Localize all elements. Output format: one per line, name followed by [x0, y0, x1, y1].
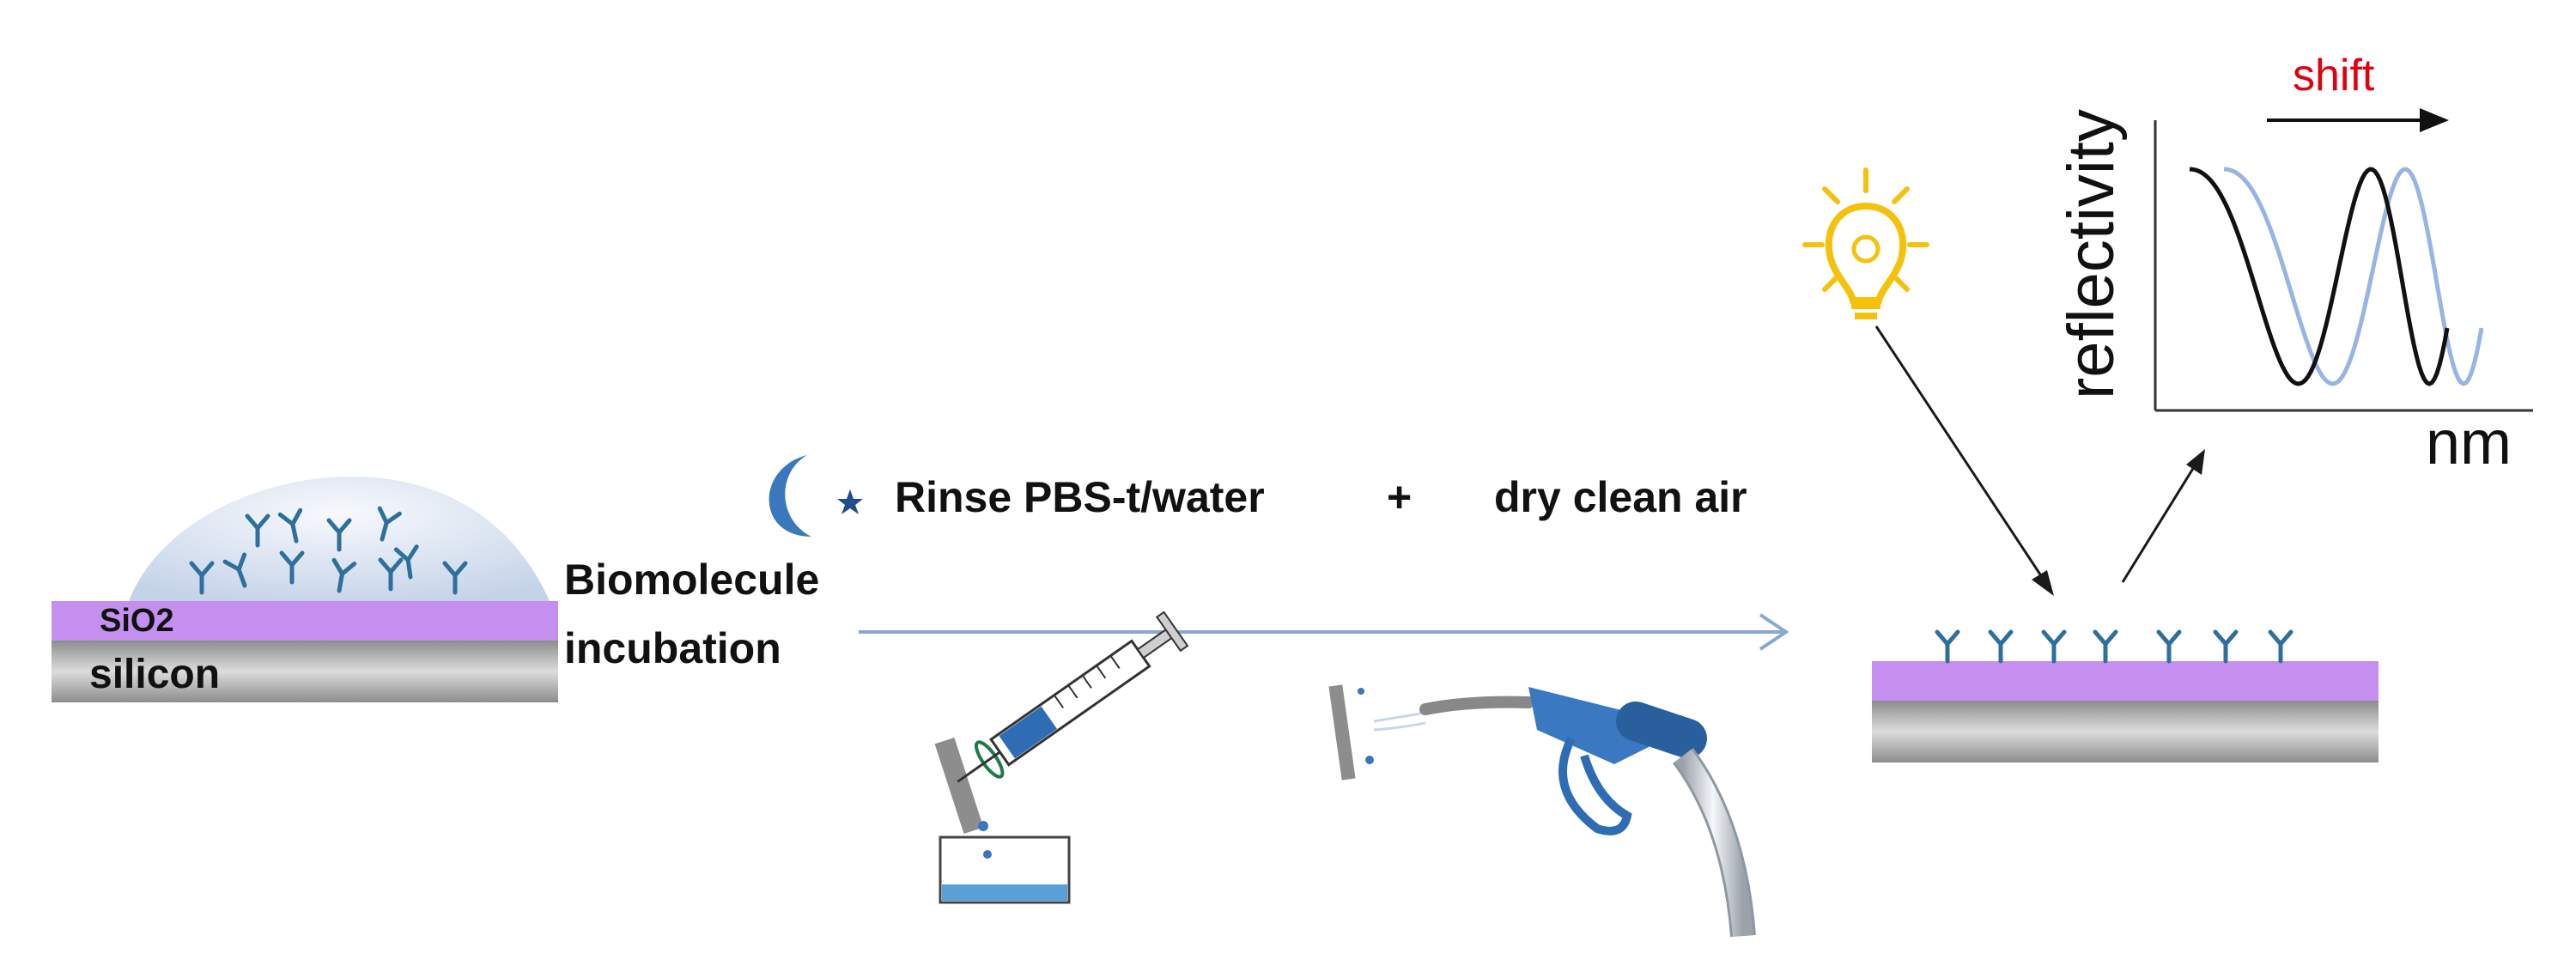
- beaker-icon: [939, 835, 1071, 904]
- silicon-layer: [52, 641, 558, 702]
- moon-icon: [769, 455, 811, 537]
- left-chip: [52, 477, 558, 702]
- reflected-light-arrow: [2121, 449, 2205, 583]
- right-chip: [1872, 632, 2379, 762]
- step-label-line2: incubation: [564, 624, 781, 672]
- dry-label: dry clean air: [1494, 473, 1747, 521]
- silicon-layer-right: [1872, 701, 2379, 762]
- antibody-row: [1937, 632, 2291, 661]
- process-arrow: [859, 613, 1789, 651]
- graph-x-label: nm: [2426, 409, 2512, 477]
- curve-shifted: [2223, 167, 2484, 386]
- shift-label: shift: [2293, 51, 2375, 100]
- sio2-layer: [52, 601, 558, 641]
- incident-light-arrow: [1874, 325, 2054, 596]
- syringe-icon: [934, 611, 1189, 835]
- plus-label: +: [1387, 473, 1413, 521]
- sio2-layer-right: [1872, 661, 2379, 701]
- silicon-label: silicon: [89, 652, 221, 697]
- bulb-icon: [1802, 167, 1929, 319]
- curve-original: [2189, 167, 2450, 386]
- shift-arrow: [2267, 108, 2449, 132]
- star-icon: [837, 489, 863, 514]
- reflectivity-graph: [2154, 108, 2533, 412]
- air-gun-icon: [1328, 684, 1756, 938]
- step-label-line1: Biomolecule: [564, 556, 820, 604]
- sio2-label: SiO2: [100, 603, 174, 639]
- rinse-label: Rinse PBS-t/water: [895, 473, 1265, 521]
- graph-y-label: reflectivity: [2055, 109, 2128, 399]
